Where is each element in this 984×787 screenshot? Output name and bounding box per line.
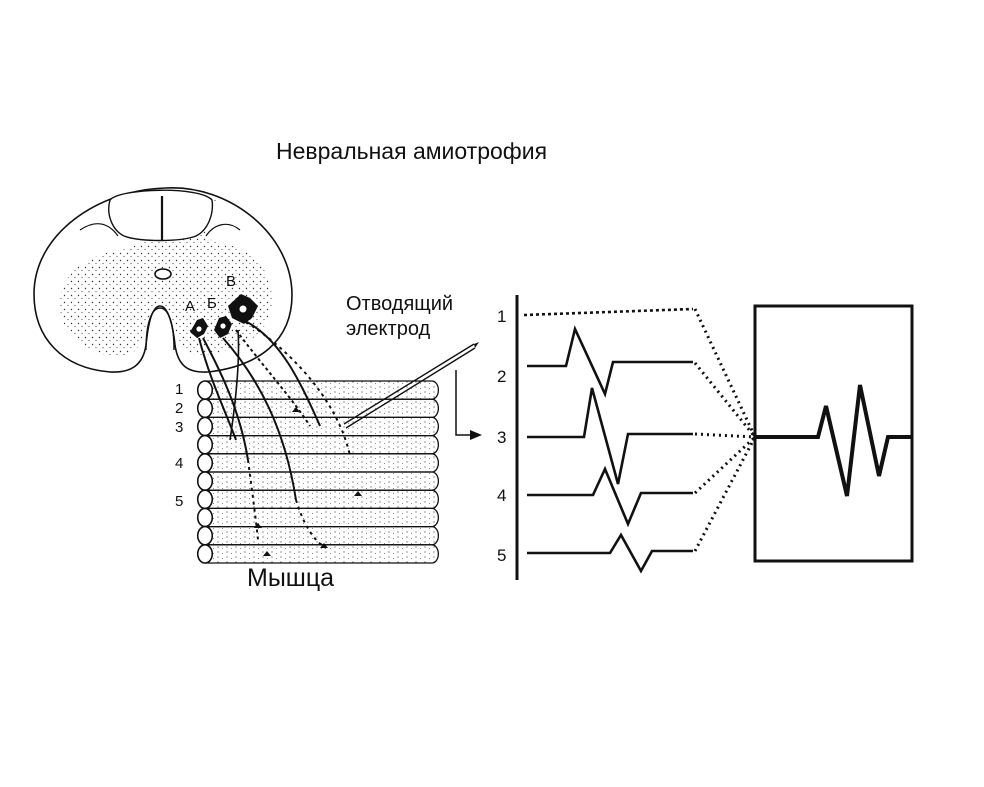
fiber-number-5: 5 xyxy=(175,493,183,510)
muscle-fiber xyxy=(205,544,440,564)
trace-number-5: 5 xyxy=(497,546,506,565)
muscle-fiber-end xyxy=(196,416,214,437)
muscle-fiber-end xyxy=(196,398,214,419)
muscle-fiber-end xyxy=(196,452,214,473)
signal-arrow xyxy=(455,370,482,440)
muscle-fiber-end xyxy=(196,380,214,401)
spinal-cord-section xyxy=(33,187,293,373)
muscle-fiber xyxy=(205,489,440,510)
trace-5 xyxy=(527,532,693,574)
electrode-label-line2: электрод xyxy=(346,318,431,340)
electrode-label-line1: Отводящий xyxy=(346,293,453,315)
muscle-block xyxy=(196,380,440,564)
fiber-number-3: 3 xyxy=(175,419,183,436)
fiber-number-4: 4 xyxy=(175,455,183,472)
muscle-fiber-end xyxy=(196,544,214,564)
trace-1 xyxy=(523,307,694,317)
muscle-fiber xyxy=(205,380,440,400)
trace-number-2: 2 xyxy=(497,367,506,386)
muscle-fiber-end xyxy=(196,489,214,510)
muscle-fiber-end xyxy=(196,471,214,492)
neuron-b xyxy=(214,316,232,338)
trace-number-4: 4 xyxy=(497,486,506,505)
diagram-title: Невральная амиотрофия xyxy=(276,138,547,164)
neuron-b-label: Б xyxy=(207,295,217,312)
muscle-fiber xyxy=(205,471,440,491)
trace-2 xyxy=(527,325,693,398)
muscle-fiber xyxy=(205,453,440,473)
muscle-fiber-end xyxy=(196,525,214,546)
fiber-number-2: 2 xyxy=(175,400,183,417)
muscle-fiber xyxy=(205,507,440,528)
recording-electrode xyxy=(343,342,479,429)
trace-4 xyxy=(527,465,693,528)
neuron-a xyxy=(190,318,208,338)
muscle-fiber xyxy=(205,434,440,455)
fiber-number-1: 1 xyxy=(175,381,183,398)
summed-potential-trace xyxy=(755,384,912,497)
muscle-fiber-end xyxy=(196,434,214,455)
axons xyxy=(198,321,351,549)
muscle-fiber-end xyxy=(196,507,214,528)
muscle-fiber xyxy=(205,525,440,546)
trace-number-3: 3 xyxy=(497,428,506,447)
neuron-v xyxy=(228,294,258,324)
trace-3 xyxy=(527,387,693,485)
trace-number-1: 1 xyxy=(497,307,506,326)
muscle-fiber xyxy=(205,398,440,419)
neuron-v-label: В xyxy=(226,273,236,290)
muscle-label: Мышца xyxy=(247,564,334,592)
endplates xyxy=(254,407,362,556)
neuron-a-label: А xyxy=(185,298,195,315)
convergence-lines xyxy=(693,308,757,552)
